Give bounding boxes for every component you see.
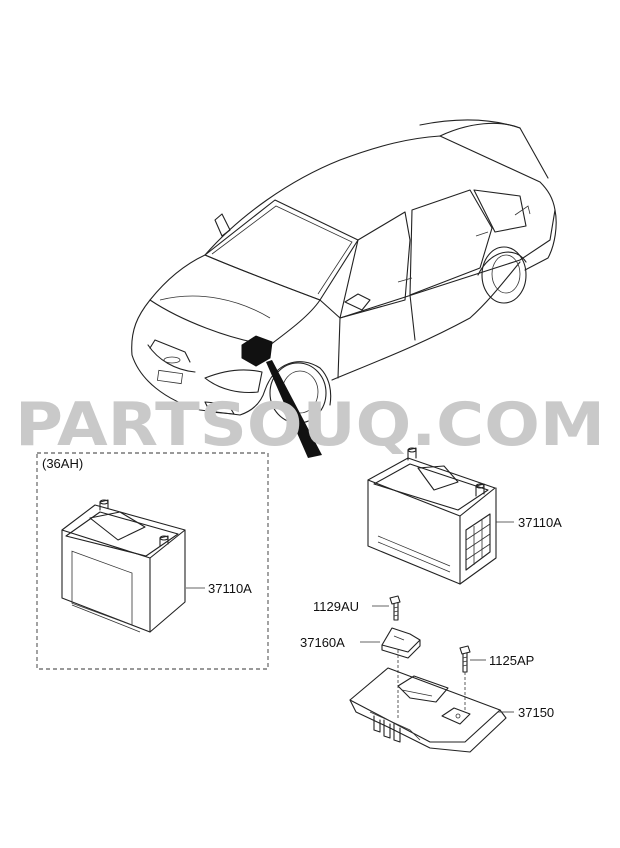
label-bracket-37160a: 37160A (300, 635, 345, 650)
car-illustration (131, 119, 557, 458)
label-tray-37150: 37150 (518, 705, 554, 720)
label-bolt-1125ap: 1125AP (489, 653, 534, 668)
label-bolt-1129au: 1129AU (313, 599, 359, 614)
bolt-1125ap-illustration (459, 645, 471, 673)
battery-location-marker (241, 335, 273, 367)
bolt-1129au-illustration (389, 595, 401, 621)
watermark: PARTSOUQ.COM (15, 390, 605, 460)
option-box-label: (36AH) (42, 456, 83, 471)
location-pointer (266, 360, 322, 458)
tray-37150-illustration (349, 650, 507, 753)
battery-option-illustration (61, 499, 186, 633)
label-battery-main: 37110A (518, 515, 562, 530)
option-box: (36AH) 37110A (36, 452, 269, 670)
battery-main-illustration (367, 447, 497, 585)
label-battery-option: 37110A (208, 581, 252, 596)
bracket-37160a-illustration (381, 627, 421, 659)
